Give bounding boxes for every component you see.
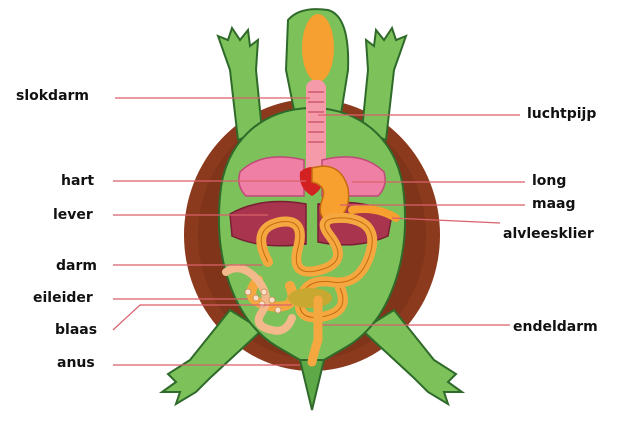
label-maag: maag bbox=[532, 196, 576, 212]
label-blaas: blaas bbox=[55, 322, 97, 338]
left-front-leg bbox=[218, 28, 262, 140]
label-lever: lever bbox=[53, 207, 93, 223]
label-darm: darm bbox=[56, 258, 97, 274]
label-alvleesklier: alvleesklier bbox=[503, 226, 594, 242]
bladder bbox=[288, 288, 332, 308]
label-eileider: eileider bbox=[33, 290, 93, 306]
label-hart: hart bbox=[61, 173, 94, 189]
label-anus: anus bbox=[57, 355, 95, 371]
label-long: long bbox=[532, 173, 566, 189]
label-luchtpijp: luchtpijp bbox=[527, 106, 596, 122]
label-endeldarm: endeldarm bbox=[513, 319, 598, 335]
left-back-leg bbox=[162, 310, 262, 404]
right-back-leg bbox=[362, 310, 462, 404]
tail bbox=[300, 360, 324, 410]
label-slokdarm: slokdarm bbox=[16, 88, 89, 104]
right-front-leg bbox=[362, 28, 406, 140]
head-gland bbox=[302, 14, 334, 82]
